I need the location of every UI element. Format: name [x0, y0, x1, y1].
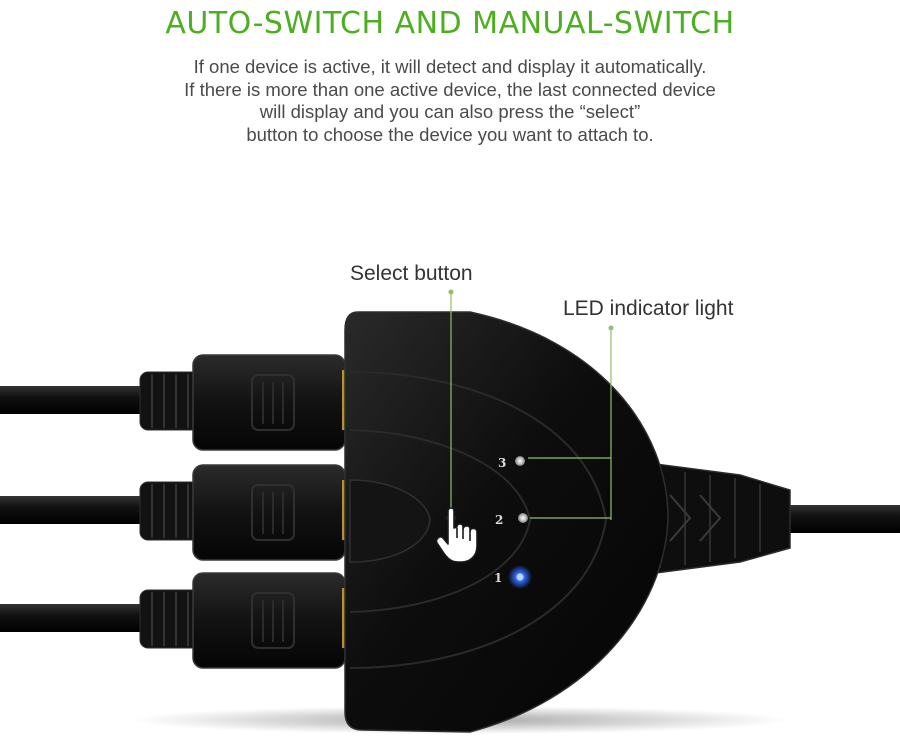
strain-reliefs	[139, 371, 201, 649]
description-line: will display and you can also press the …	[259, 101, 641, 122]
led-label-1: 1	[494, 571, 502, 585]
description-line: If there is more than one active device,…	[184, 78, 716, 100]
headline: AUTO-SWITCH AND MANUAL-SWITCH	[165, 6, 735, 41]
select-button-callout: Select button	[350, 262, 473, 285]
led-1	[516, 573, 524, 581]
led-label-3: 3	[498, 456, 506, 470]
description: If one device is active, it will detect …	[0, 56, 900, 146]
led-2	[518, 513, 528, 523]
description-line: button to choose the device you want to …	[246, 123, 654, 145]
description-line: If one device is active, it will detect …	[193, 56, 707, 77]
select-button-dome	[349, 479, 431, 563]
callout-lines	[450, 292, 612, 520]
hand-pointer-icon	[435, 507, 478, 563]
hdmi-plugs	[192, 354, 346, 669]
input-cables	[0, 386, 150, 632]
output-cable	[790, 505, 900, 533]
led-3	[515, 456, 525, 466]
led-label-2: 2	[495, 513, 503, 527]
led-indicator-callout: LED indicator light	[563, 297, 734, 320]
